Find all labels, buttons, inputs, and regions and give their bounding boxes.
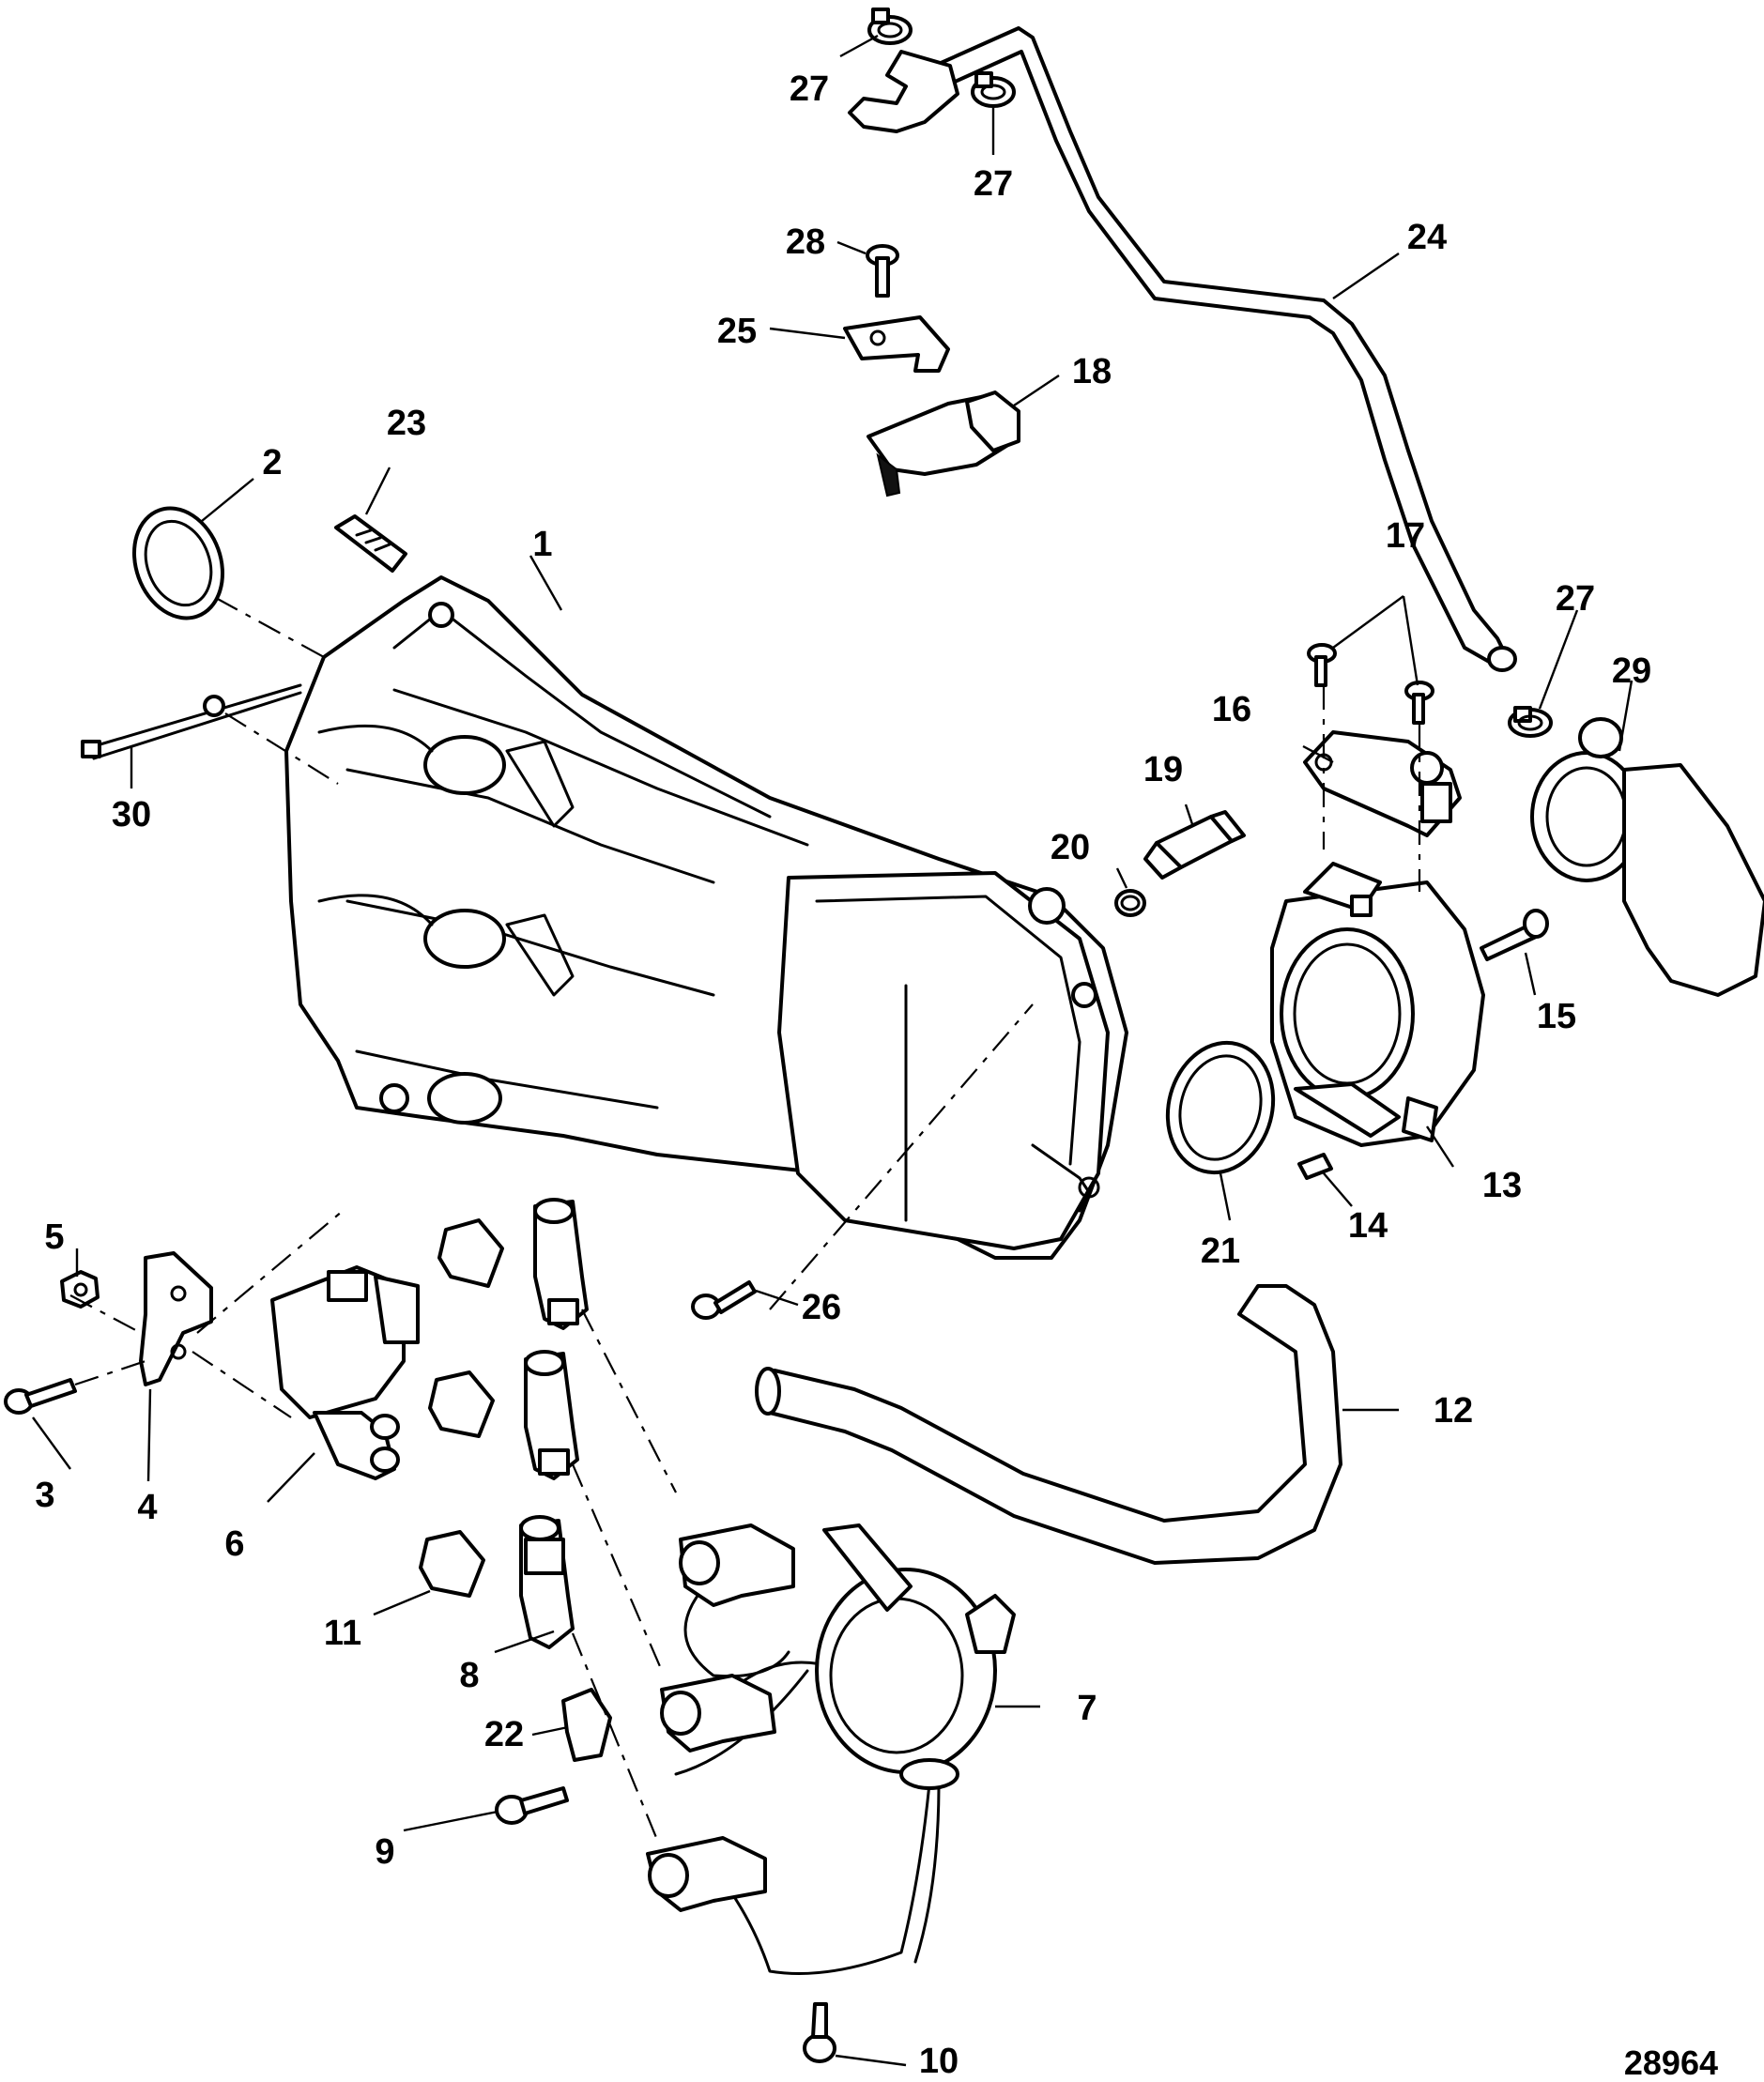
callout-4: 4 (137, 1488, 157, 1527)
screw-28 (866, 244, 899, 298)
callout-15: 15 (1537, 997, 1576, 1036)
throttle-position-sensor-16 (1303, 730, 1462, 837)
callout-28: 28 (786, 222, 825, 262)
callout-2: 2 (262, 443, 282, 482)
injector-clip-middle (428, 1370, 495, 1438)
callout-17: 17 (1386, 516, 1425, 556)
callout-7: 7 (1077, 1689, 1097, 1728)
vent-hose-24 (848, 26, 1517, 672)
callout-25: 25 (717, 312, 757, 351)
callout-27-right: 27 (1556, 579, 1595, 619)
fuel-injector-upper (533, 1198, 589, 1330)
intake-manifold (284, 575, 1128, 1260)
hose-12 (755, 1284, 1342, 1565)
callout-30: 30 (112, 795, 151, 834)
bolt-10 (803, 2002, 836, 2063)
callout-3: 3 (35, 1476, 54, 1515)
callout-12: 12 (1434, 1391, 1473, 1431)
stud-23 (334, 514, 407, 573)
hose-clamp-27c (1508, 706, 1553, 738)
callout-27-top-right: 27 (974, 164, 1013, 204)
fuel-injector-middle (524, 1350, 579, 1480)
callout-18: 18 (1072, 352, 1112, 391)
bolt-26 (691, 1280, 757, 1320)
callout-11: 11 (324, 1614, 361, 1653)
throttle-gasket-21 (1165, 1040, 1276, 1175)
callout-10: 10 (919, 2042, 959, 2081)
callout-21: 21 (1201, 1232, 1240, 1271)
callout-labels: 1 2 3 4 5 6 7 8 9 10 11 12 13 14 15 16 1… (35, 69, 1651, 2081)
map-sensor-18 (867, 390, 1020, 498)
nut-5 (60, 1270, 100, 1309)
callout-9: 9 (375, 1832, 394, 1872)
callout-29: 29 (1612, 651, 1651, 691)
screws-17 (1307, 643, 1434, 725)
bracket-4 (139, 1251, 213, 1386)
callout-26: 26 (802, 1288, 841, 1327)
temperature-sensor-19 (1143, 810, 1246, 880)
callout-6: 6 (224, 1524, 244, 1564)
hose-clamp-27a (867, 8, 913, 45)
solenoid-valve-6 (270, 1265, 420, 1480)
alignment-lines (69, 597, 1421, 1841)
bolt-3 (4, 1378, 77, 1415)
bolt-15 (1480, 909, 1549, 961)
callout-8: 8 (459, 1656, 479, 1695)
callout-14: 14 (1348, 1206, 1388, 1246)
callout-1: 1 (532, 525, 552, 564)
callout-19: 19 (1143, 750, 1183, 789)
callout-16: 16 (1212, 690, 1251, 729)
o-ring-20 (1114, 889, 1146, 917)
callout-23: 23 (387, 404, 426, 443)
bracket-25 (843, 315, 950, 373)
injector-clip-upper (437, 1218, 504, 1288)
callout-24: 24 (1407, 218, 1447, 257)
cable-tie-30 (81, 683, 302, 760)
callout-27-top-left: 27 (790, 69, 829, 109)
callout-5: 5 (44, 1217, 64, 1257)
callout-22: 22 (484, 1715, 524, 1754)
callout-13: 13 (1482, 1166, 1522, 1205)
injector-clip-11 (419, 1530, 485, 1598)
gasket-ring-2 (131, 506, 225, 620)
bolt-9 (495, 1786, 569, 1825)
fuel-injector-8 (519, 1515, 575, 1649)
hose-clamp-27b (971, 71, 1016, 108)
clip-22 (561, 1688, 612, 1762)
leader-lines (32, 34, 1634, 2067)
figure-number: 28964 (1624, 2044, 1718, 2082)
callout-20: 20 (1051, 828, 1090, 867)
pin-14 (1297, 1153, 1333, 1180)
injector-harness-7 (646, 1523, 1016, 1975)
throttle-body-13 (1270, 862, 1485, 1147)
air-duct-elbow-29 (1530, 717, 1764, 997)
